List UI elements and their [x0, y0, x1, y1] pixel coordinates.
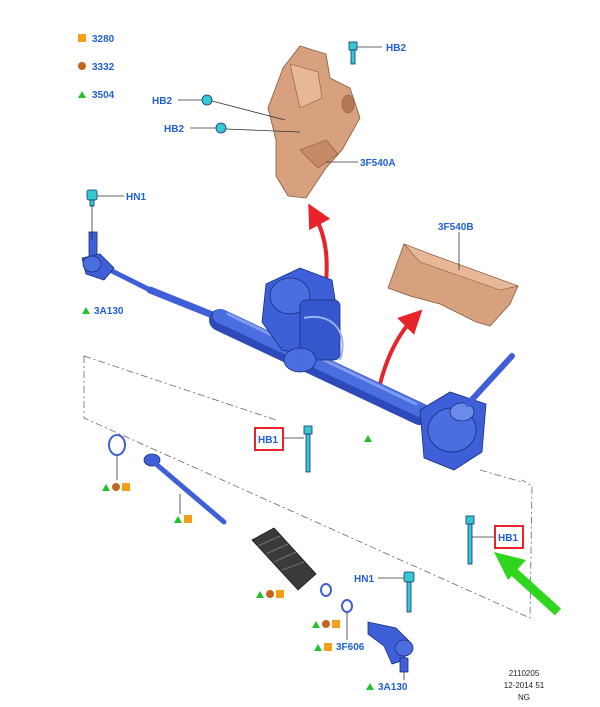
heat-shield-b	[387, 243, 520, 327]
square-icon	[122, 483, 130, 491]
triangle-icon	[82, 307, 90, 314]
reference-code: 2110205 12-2014 51 NG	[504, 669, 545, 702]
triangle-icon	[174, 516, 182, 523]
reference-line-1: 2110205	[509, 669, 540, 678]
label-3f540a: 3F540A	[360, 158, 396, 169]
legend-item-square: 3280	[78, 34, 115, 45]
triangle-icon	[312, 621, 320, 628]
label-hb1-left: HB1	[258, 435, 278, 446]
triangle-icon	[256, 591, 264, 598]
tie-rod-end-upper	[81, 231, 115, 281]
boot-clamp-small	[320, 583, 332, 597]
part-labels: HB2 HB2 HB2 3F540A 3F540B HN1 3A130 HB1 …	[94, 43, 518, 693]
legend-code-square: 3280	[92, 34, 115, 45]
inner-tie-rod	[143, 453, 227, 525]
boot-clamp-3f606	[341, 599, 353, 613]
nut-hb2-left2	[215, 122, 227, 134]
label-hb2-top: HB2	[386, 43, 406, 54]
legend-code-circle: 3332	[92, 62, 115, 73]
nut-hn1-top	[86, 189, 98, 207]
legend-code-triangle: 3504	[92, 90, 115, 101]
nut-hn1-bottom	[403, 571, 415, 613]
legend-item-circle: 3332	[78, 62, 115, 73]
bolt-hb2-top	[348, 41, 358, 65]
triangle-icon	[314, 644, 322, 651]
label-hb2-left1: HB2	[152, 96, 172, 107]
markers	[82, 307, 374, 690]
heat-shield-a	[267, 45, 361, 199]
square-icon	[324, 643, 332, 651]
legend: 3280 3332 3504	[78, 34, 115, 101]
triangle-icon	[102, 484, 110, 491]
circle-icon	[78, 62, 86, 70]
exploded-view-outline	[83, 355, 533, 619]
steering-boot	[251, 527, 317, 591]
legend-item-triangle: 3504	[78, 90, 115, 101]
square-icon	[332, 620, 340, 628]
square-icon	[78, 34, 86, 42]
triangle-icon	[366, 683, 374, 690]
steering-gear-assembly	[91, 259, 515, 471]
bolt-hb1-right	[465, 515, 475, 565]
hb1-right-highlight	[494, 525, 524, 549]
reference-line-2: 12-2014 51	[504, 681, 545, 690]
label-3f540b: 3F540B	[438, 222, 474, 233]
circle-icon	[266, 590, 274, 598]
label-hn1-bottom: HN1	[354, 574, 374, 585]
label-3a130-top: 3A130	[94, 306, 124, 317]
o-ring	[108, 434, 126, 456]
square-icon	[276, 590, 284, 598]
green-arrow-icon	[494, 552, 562, 616]
bolt-hb1-left	[303, 425, 313, 473]
tie-rod-end-lower	[367, 621, 414, 673]
label-hb2-left2: HB2	[164, 124, 184, 135]
label-hb1-right: HB1	[498, 533, 518, 544]
nut-hb2-left1	[201, 94, 213, 106]
label-3f606: 3F606	[336, 642, 365, 653]
square-icon	[184, 515, 192, 523]
reference-line-3: NG	[518, 693, 530, 702]
label-3a130-bottom: 3A130	[378, 682, 408, 693]
triangle-icon	[364, 435, 372, 442]
circle-icon	[112, 483, 120, 491]
label-hn1-top: HN1	[126, 192, 146, 203]
triangle-icon	[78, 91, 86, 98]
leader-lines	[91, 46, 495, 680]
circle-icon	[322, 620, 330, 628]
hb1-left-highlight	[254, 427, 284, 451]
